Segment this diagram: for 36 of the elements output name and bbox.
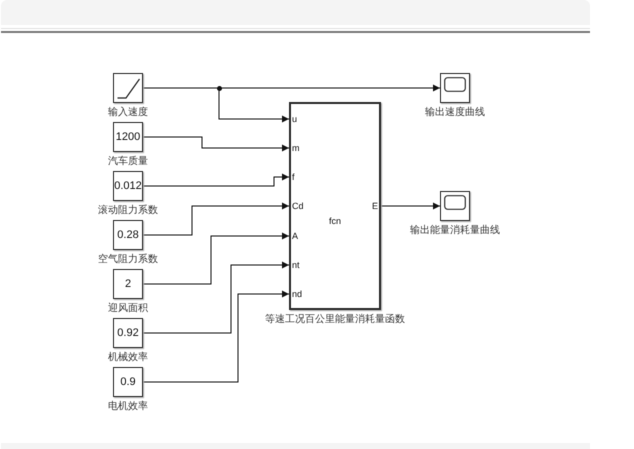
constant-block: 0.9 — [113, 367, 143, 397]
signal-arrow — [142, 262, 290, 334]
signal-arrow — [142, 174, 290, 186]
block-label: 汽车质量 — [108, 156, 148, 168]
constant-block: 0.012 — [113, 171, 143, 201]
signal-arrow — [142, 232, 290, 284]
block-label: 输出能量消耗量曲线 — [410, 225, 500, 237]
function-block — [289, 102, 381, 310]
port-label: m — [292, 142, 300, 154]
signal-arrow — [142, 136, 290, 152]
constant-block: 1200 — [113, 122, 143, 152]
port-label: nd — [292, 288, 302, 300]
block-label: 机械效率 — [108, 352, 148, 364]
port-label: Cd — [292, 200, 304, 212]
block-label: 等速工况百公里能量消耗量函数 — [265, 314, 405, 326]
block-label: 电机效率 — [108, 401, 148, 413]
block-label: 空气阻力系数 — [98, 254, 158, 266]
function-name: fcn — [329, 216, 341, 226]
port-label: nt — [292, 260, 300, 270]
ramp-block — [113, 73, 143, 103]
constant-block: 0.92 — [113, 318, 143, 348]
scope-block — [440, 73, 470, 103]
block-label: 滚动阻力系数 — [98, 205, 158, 217]
port-label: f — [292, 172, 295, 182]
signal-arrow — [142, 202, 290, 236]
signal-arrow — [380, 202, 440, 210]
scope-block — [440, 191, 470, 221]
block-label: 输入速度 — [108, 107, 148, 119]
block-label: 输出速度曲线 — [425, 107, 485, 119]
signal-arrow — [142, 290, 290, 382]
constant-block: 2 — [113, 269, 143, 299]
port-label: u — [292, 114, 298, 124]
constant-block: 0.28 — [113, 220, 143, 250]
port-label: A — [292, 230, 298, 242]
port-label: E — [372, 200, 378, 212]
block-label: 迎风面积 — [108, 303, 148, 315]
